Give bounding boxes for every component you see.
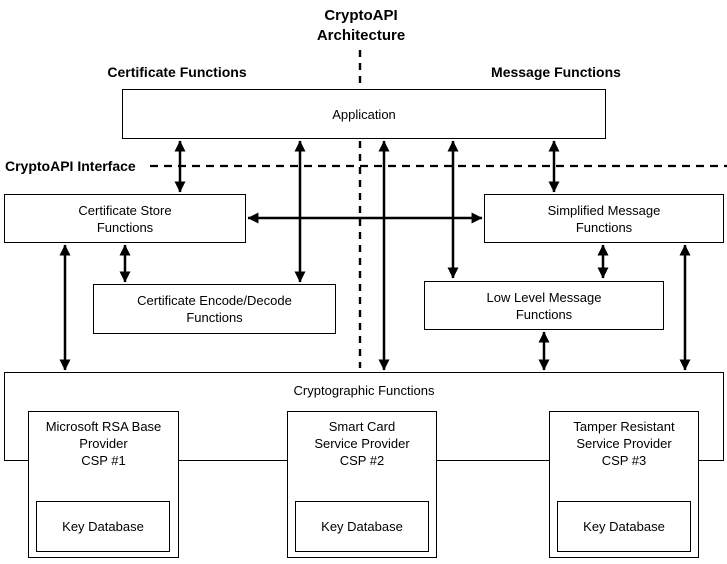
message-functions-label: Message Functions bbox=[491, 64, 621, 80]
certificate-store-functions-label2: Functions bbox=[96, 219, 154, 235]
csp3-label-line3: CSP #3 bbox=[601, 453, 647, 468]
simplified-message-functions-label2: Functions bbox=[575, 219, 633, 235]
csp2-key-database-label: Key Database bbox=[321, 519, 403, 534]
cryptoapi-interface-label: CryptoAPI Interface bbox=[5, 158, 136, 174]
certificate-encode-decode-label2: Functions bbox=[186, 310, 243, 325]
low-level-message-functions-box: Low Level Message Functions bbox=[424, 281, 664, 330]
csp1-key-database-label: Key Database bbox=[62, 519, 144, 534]
diagram-title-line1: CryptoAPI bbox=[324, 7, 398, 24]
simplified-message-functions-label: Simplified Message bbox=[547, 202, 661, 218]
csp1-label-line2: Provider bbox=[79, 436, 128, 451]
csp2-box: Smart Card Service Provider CSP #2 Key D… bbox=[287, 411, 437, 558]
csp3-key-database-box: Key Database bbox=[557, 501, 691, 552]
low-level-message-label: Low Level Message bbox=[486, 289, 602, 305]
csp2-label-line2: Service Provider bbox=[314, 436, 410, 451]
certificate-encode-decode-functions-box: Certificate Encode/Decode Functions bbox=[93, 284, 336, 334]
csp3-key-database-label: Key Database bbox=[583, 519, 665, 534]
csp1-key-database-box: Key Database bbox=[36, 501, 170, 552]
certificate-store-functions-box: Certificate Store Functions bbox=[4, 194, 246, 243]
csp1-box: Microsoft RSA Base Provider CSP #1 Key D… bbox=[28, 411, 179, 558]
diagram-title: CryptoAPI Architecture bbox=[0, 6, 722, 46]
simplified-message-functions-box: Simplified Message Functions bbox=[484, 194, 724, 243]
csp2-key-database-box: Key Database bbox=[295, 501, 429, 552]
application-label: Application bbox=[332, 106, 396, 122]
csp3-box: Tamper Resistant Service Provider CSP #3… bbox=[549, 411, 699, 558]
csp1-label-line3: CSP #1 bbox=[81, 453, 126, 468]
csp3-label-line1: Tamper Resistant bbox=[573, 419, 675, 434]
cryptographic-functions-label: Cryptographic Functions bbox=[293, 383, 435, 398]
application-box: Application bbox=[122, 89, 606, 139]
diagram-title-line2: Architecture bbox=[316, 27, 406, 44]
certificate-encode-decode-label: Certificate Encode/Decode bbox=[137, 293, 292, 308]
certificate-functions-label: Certificate Functions bbox=[107, 64, 247, 80]
low-level-message-label2: Functions bbox=[515, 306, 573, 322]
csp1-label-line1: Microsoft RSA Base bbox=[45, 419, 162, 434]
csp2-label-line3: CSP #2 bbox=[339, 453, 385, 468]
csp3-label-line2: Service Provider bbox=[576, 436, 672, 451]
certificate-store-functions-label: Certificate Store bbox=[78, 202, 172, 218]
csp2-label-line1: Smart Card bbox=[328, 419, 396, 434]
